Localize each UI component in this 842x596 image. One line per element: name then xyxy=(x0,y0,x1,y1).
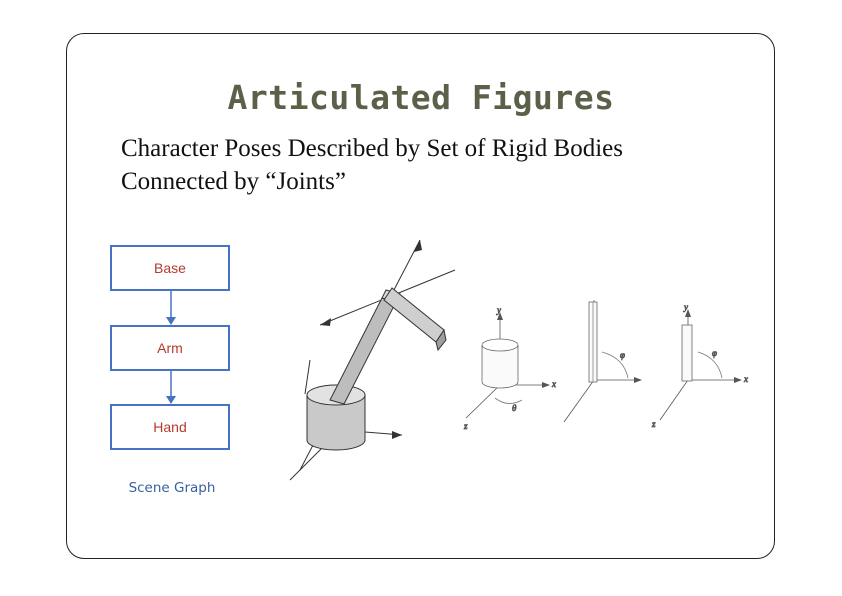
axis-label-z: z xyxy=(463,421,468,431)
edge-arm-hand xyxy=(166,371,176,404)
joint-diagram-hinge: y x z φ xyxy=(651,302,749,430)
edge-base-arm xyxy=(166,291,176,325)
axis-label-x-2: x xyxy=(743,374,748,384)
joint-diagram-rotation: y x z θ xyxy=(463,305,557,432)
subtitle-line-1: Character Poses Described by Set of Rigi… xyxy=(121,135,623,162)
slide-subtitle: Character Poses Described by Set of Rigi… xyxy=(121,132,761,198)
scene-graph-caption: Scene Graph xyxy=(128,480,216,496)
scene-graph-node-arm: Arm xyxy=(110,325,230,371)
axis-label-theta: θ xyxy=(512,403,517,413)
upper-arm xyxy=(383,287,447,352)
scene-graph-node-base: Base xyxy=(110,245,230,291)
slide-title: Articulated Figures xyxy=(227,78,615,117)
scene-graph-node-hand: Hand xyxy=(110,404,230,450)
subtitle-line-2: Connected by “Joints” xyxy=(121,168,346,195)
joint-diagram-bend: φ xyxy=(563,300,642,423)
axis-label-phi-1: φ xyxy=(620,350,625,360)
axis-label-z-2: z xyxy=(651,419,656,429)
axis-label-x: x xyxy=(551,379,556,389)
axis-label-y: y xyxy=(496,305,501,315)
axis-label-phi-2: φ xyxy=(712,348,717,358)
slide-frame xyxy=(66,33,775,559)
axis-label-y-2: y xyxy=(683,302,688,312)
